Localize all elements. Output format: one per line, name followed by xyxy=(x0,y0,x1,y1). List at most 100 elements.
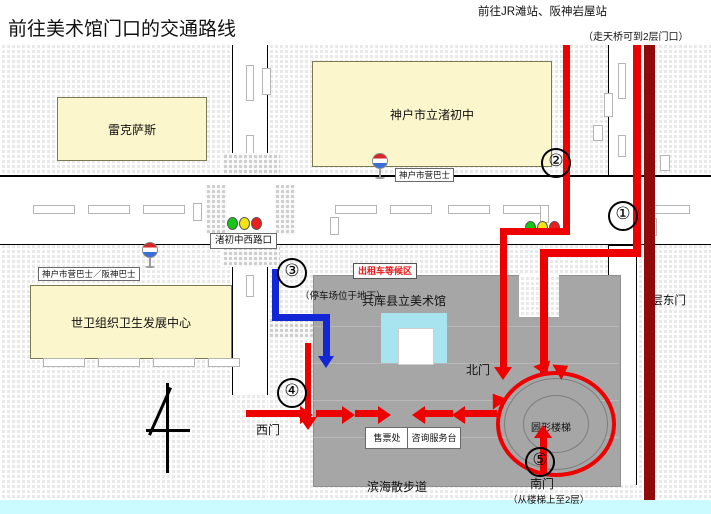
road-vertical-left-edge-r xyxy=(267,45,268,514)
bus-stop-label-west: 神户市营巴士／阪神巴士 xyxy=(38,267,140,281)
crosswalk-bar xyxy=(660,155,670,171)
route-2-vertical-down xyxy=(500,228,507,373)
road-vertical-right-edge-r xyxy=(636,45,637,514)
museum-divider xyxy=(313,400,619,401)
route-1-elbow-horizontal xyxy=(540,249,641,257)
building-lexus: 雷克萨斯 xyxy=(57,97,207,161)
step-marker-1: ① xyxy=(608,201,638,231)
traffic-light-green xyxy=(227,217,238,230)
bus-stop-icon xyxy=(372,153,388,169)
crosswalk-bar xyxy=(33,205,75,214)
taxi-waiting-area-label: 出租车等候区 xyxy=(353,263,418,279)
gate-west-label: 西门 xyxy=(256,423,281,437)
intersection-zone xyxy=(222,153,280,175)
bus-stop-icon xyxy=(142,242,158,258)
building-who: 世卫组织卫生发展中心 xyxy=(30,285,232,359)
route-2-arrowhead xyxy=(494,367,512,380)
route-5-arrowhead xyxy=(534,425,552,438)
route-west-segment-1 xyxy=(246,410,301,417)
crosswalk-bar xyxy=(448,205,490,214)
route-3-horizontal xyxy=(272,314,330,321)
map-canvas: 雷克萨斯 神户市立渚初中 世卫组织卫生发展中心 xyxy=(0,45,711,514)
road-horizontal-edge-top xyxy=(0,175,711,177)
sidewalk-bottom-mid xyxy=(268,245,608,275)
gate-south-label: 南门 xyxy=(530,477,555,491)
route-west-arrow-3 xyxy=(378,406,391,424)
bus-stop-sign-north xyxy=(372,153,388,179)
gate-east-2f-label: 2层东门 xyxy=(645,295,686,307)
crosswalk-bar xyxy=(335,205,377,214)
crosswalk-bar xyxy=(143,205,185,214)
note-to-stations: 前往JR滩站、阪神岩屋站 xyxy=(478,6,608,18)
crosswalk-bar xyxy=(262,68,271,95)
building-label: 世卫组织卫生发展中心 xyxy=(70,315,191,330)
route-east-arrow-2 xyxy=(412,406,425,424)
intersection-zone xyxy=(205,185,227,235)
bus-stop-pole xyxy=(379,168,381,179)
compass-stem xyxy=(166,383,169,473)
road-dash xyxy=(246,65,254,101)
route-3-arrowhead xyxy=(318,356,334,368)
route-west-arrow-1 xyxy=(300,406,313,424)
route-west-segment-3 xyxy=(355,410,380,417)
traffic-light-yellow xyxy=(239,217,250,230)
spiral-stair-route-ring xyxy=(496,371,616,477)
crosswalk-bar xyxy=(208,358,240,367)
crosswalk-bar xyxy=(390,205,432,214)
museum-divider xyxy=(313,326,619,327)
road-horizontal-edge-bottom xyxy=(0,244,711,246)
route-3-down xyxy=(323,314,330,358)
route-west-arrow-2 xyxy=(342,406,355,424)
step-marker-2: ② xyxy=(541,148,571,178)
step-marker-4: ④ xyxy=(277,378,307,408)
crosswalk-bar xyxy=(593,125,603,141)
building-label: 雷克萨斯 xyxy=(107,122,156,137)
info-desk-box: 咨询服务台 xyxy=(407,427,461,449)
gate-north-label: 北门 xyxy=(466,363,491,377)
route-2-vertical-top xyxy=(563,45,570,235)
museum-divider xyxy=(313,363,619,364)
note-footbridge: （走天桥可到2层门口） xyxy=(583,32,689,43)
crosswalk-bar xyxy=(43,358,85,367)
museum-entrance-court xyxy=(398,328,434,365)
building-school: 神户市立渚初中 xyxy=(312,61,552,167)
museum-north-notch xyxy=(519,275,559,317)
intersection-label: 渚初中西路口 xyxy=(210,233,278,249)
road-dash xyxy=(618,135,626,157)
bus-stop-label-north: 神户市营巴士 xyxy=(395,168,455,182)
building-label: 神户市立渚初中 xyxy=(389,107,474,122)
traffic-light-red xyxy=(251,217,262,230)
gate-south-note: （从楼梯上至2层） xyxy=(508,495,590,506)
road-vertical-left-edge-l xyxy=(232,45,233,514)
parking-entrance-patch xyxy=(268,317,316,339)
museum-divider xyxy=(313,437,619,438)
traffic-light-west xyxy=(227,217,262,230)
crosswalk-bar xyxy=(604,93,613,117)
route-east-arrow-1 xyxy=(452,406,465,424)
route-1-vertical xyxy=(633,45,641,255)
intersection-zone xyxy=(222,245,280,267)
crosswalk-bar xyxy=(153,358,195,367)
road-dash xyxy=(246,275,254,297)
bus-stop-pole xyxy=(149,257,151,268)
step-marker-3: ③ xyxy=(277,258,307,288)
sea-strip xyxy=(0,500,711,514)
step-marker-5: ⑤ xyxy=(525,447,555,477)
bus-stop-sign-west xyxy=(142,242,158,268)
compass-north-icon xyxy=(146,383,192,475)
bus-stop-base xyxy=(375,177,385,179)
route-4-vertical xyxy=(305,343,311,421)
road-dash xyxy=(618,63,626,99)
ticket-office-box: 售票处 xyxy=(365,427,409,449)
route-west-segment-2 xyxy=(316,410,344,417)
route-2-jog-horizontal xyxy=(500,228,570,235)
route-1-down-to-stair xyxy=(540,249,548,374)
crosswalk-bar xyxy=(98,358,140,367)
promenade-label: 滨海散步道 xyxy=(367,480,428,494)
bus-stop-base xyxy=(145,266,155,268)
museum-name: 兵库县立美术馆 xyxy=(362,294,447,308)
crosswalk-bar xyxy=(330,217,339,235)
crosswalk-bar xyxy=(88,205,130,214)
crosswalk-bar xyxy=(193,203,202,221)
